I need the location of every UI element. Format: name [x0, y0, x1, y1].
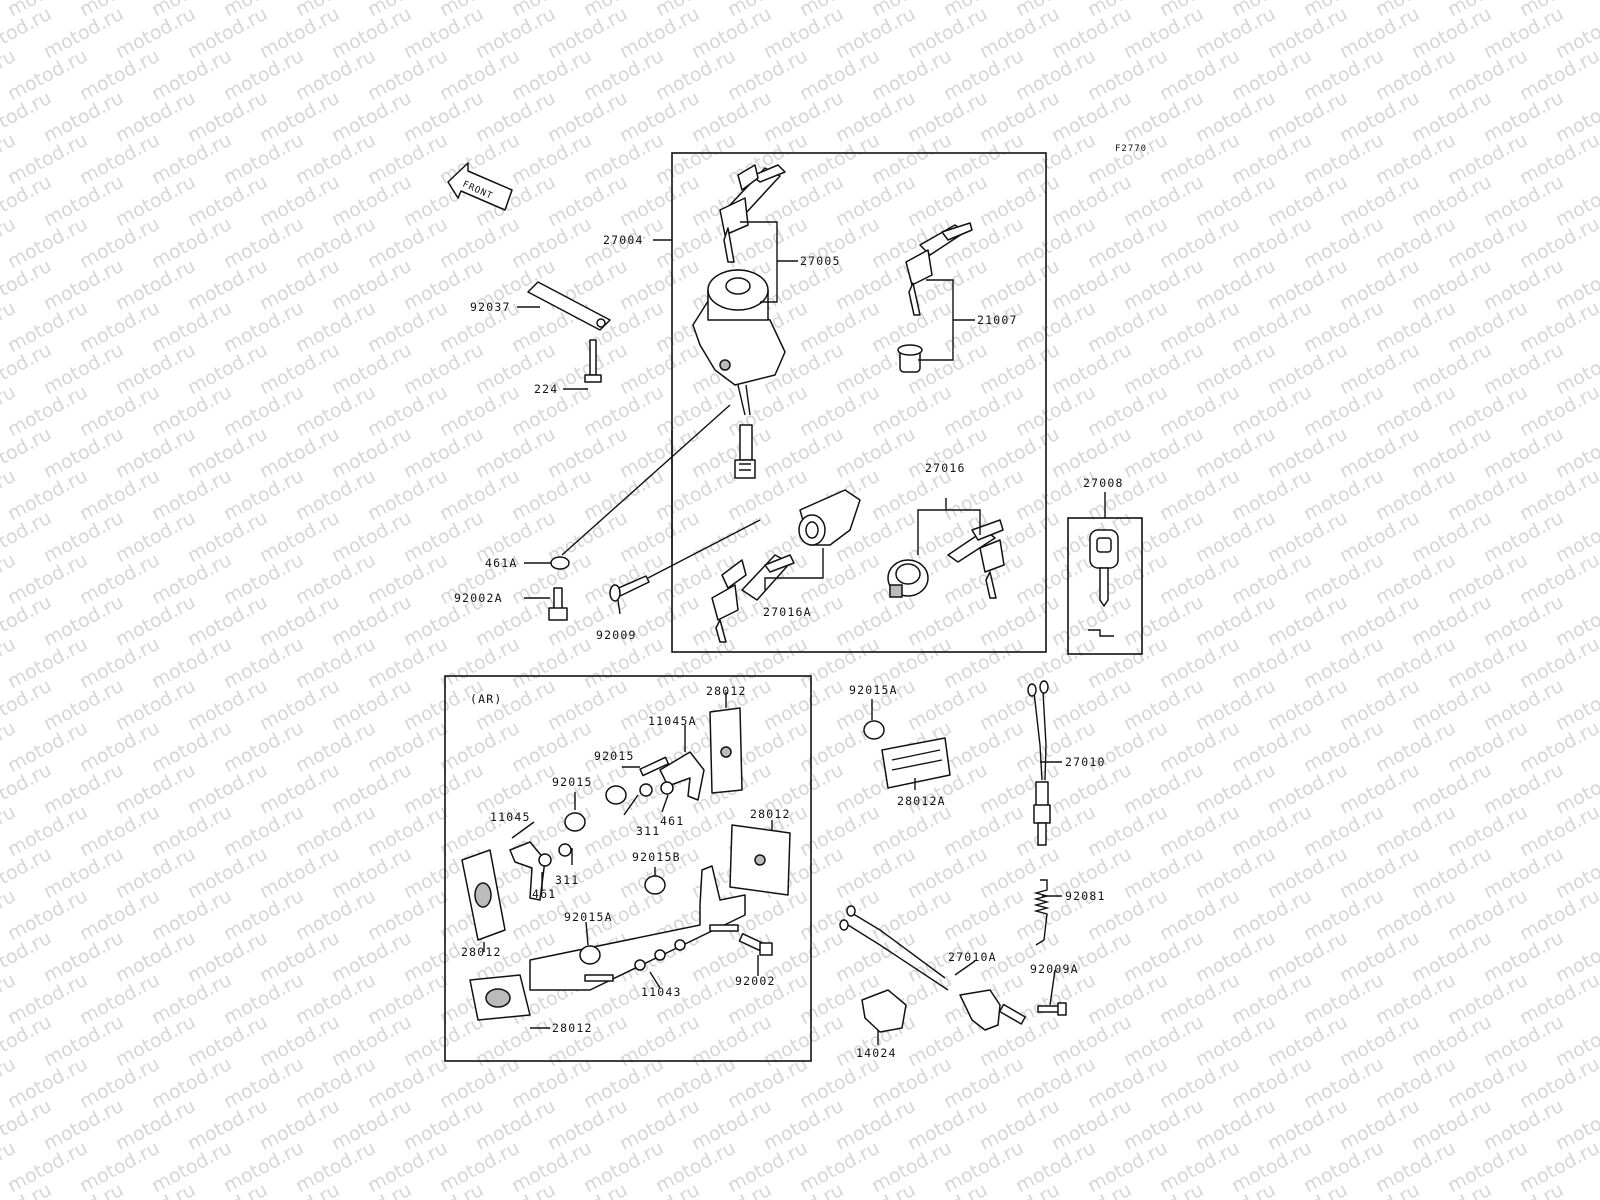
- key-blank-27008: [1088, 529, 1119, 637]
- label-28012-bottom: 28012: [552, 1021, 593, 1035]
- label-11045A: 11045A: [648, 714, 697, 728]
- label-11043: 11043: [641, 985, 682, 999]
- label-92015B: 92015B: [632, 850, 681, 864]
- ignition-switch: [692, 269, 786, 479]
- label-92037: 92037: [470, 300, 511, 314]
- label-27010A: 27010A: [948, 950, 997, 964]
- label-28012A: 28012A: [897, 794, 946, 808]
- reflector-28012-left: [461, 849, 506, 941]
- reflector-28012A: [881, 737, 951, 789]
- label-27004: 27004: [603, 233, 644, 247]
- screw-92009A: [1037, 1002, 1067, 1016]
- bracket-92037: [527, 281, 611, 331]
- bolt-92002: [738, 932, 773, 956]
- label-27005: 27005: [800, 254, 841, 268]
- seat-lock-27016A: [711, 489, 861, 643]
- label-28012-mid: 28012: [750, 807, 791, 821]
- bolt-92002A: [548, 587, 568, 621]
- label-224: 224: [534, 382, 558, 396]
- key-pair-21007: [897, 222, 973, 373]
- label-28012-left: 28012: [461, 945, 502, 959]
- reflector-28012-top: [709, 707, 743, 794]
- label-92002A: 92002A: [454, 591, 503, 605]
- label-27008: 27008: [1083, 476, 1124, 490]
- label-27016: 27016: [925, 461, 966, 475]
- label-92015A-bracket: 92015A: [564, 910, 613, 924]
- label-27010: 27010: [1065, 755, 1106, 769]
- switch-27010A: [839, 905, 1027, 1031]
- nuts: [538, 720, 885, 965]
- label-92081: 92081: [1065, 889, 1106, 903]
- key-pair-27005: [719, 164, 786, 263]
- label-28012-top: 28012: [706, 684, 747, 698]
- stay-11045: [509, 841, 546, 901]
- label-461A: 461A: [485, 556, 518, 570]
- screw-92009: [609, 575, 650, 602]
- label-311-left: 311: [555, 873, 579, 887]
- ignition-switch-group-box: [671, 152, 1047, 653]
- reflector-28012-bottom: [469, 974, 531, 1021]
- switch-27010: [1027, 680, 1051, 846]
- label-311-right: 311: [636, 824, 660, 838]
- lock-27016: [887, 519, 1005, 599]
- spring-92081: [1033, 879, 1050, 946]
- reflector-28012-mid: [729, 824, 791, 896]
- figure-code: F2770: [1115, 144, 1147, 154]
- ar-region-box: [444, 675, 812, 1062]
- label-92009: 92009: [596, 628, 637, 642]
- label-461-right: 461: [660, 814, 684, 828]
- cover-14024: [861, 989, 907, 1033]
- label-21007: 21007: [977, 313, 1018, 327]
- part-labels: 27004 27005 92037 224 21007 27016 27008 …: [454, 233, 1124, 1060]
- region-label: (AR): [470, 692, 503, 706]
- screw-224: [584, 339, 602, 383]
- label-92002: 92002: [735, 974, 776, 988]
- leader-lines: [483, 221, 1106, 1045]
- washer-461A: [550, 556, 570, 570]
- label-27016A: 27016A: [763, 605, 812, 619]
- label-92015-upper: 92015: [594, 749, 635, 763]
- label-92015-lower: 92015: [552, 775, 593, 789]
- label-92009A: 92009A: [1030, 962, 1079, 976]
- label-11045: 11045: [490, 810, 531, 824]
- label-14024: 14024: [856, 1046, 897, 1060]
- label-461-left: 461: [532, 887, 556, 901]
- label-92015A-right: 92015A: [849, 683, 898, 697]
- front-arrow-icon: FRONT: [447, 162, 513, 211]
